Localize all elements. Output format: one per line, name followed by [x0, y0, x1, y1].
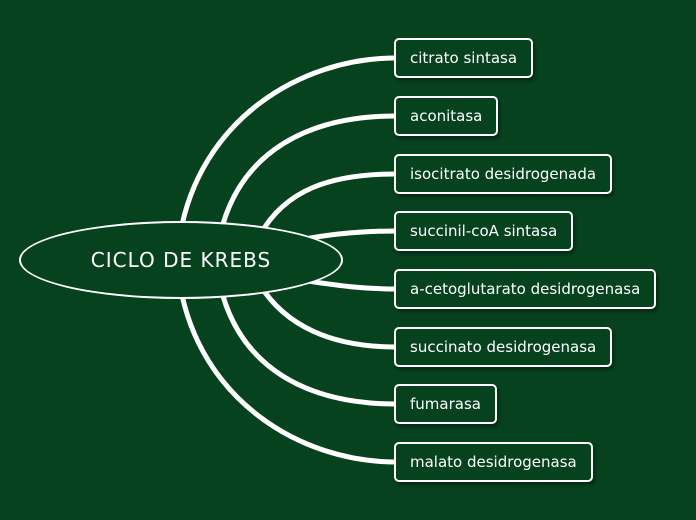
connector-aconitasa — [217, 113, 397, 236]
connector-isocitrato — [257, 171, 397, 237]
topic-isocitrato-desidrogenada[interactable]: isocitrato desidrogenada — [394, 154, 613, 194]
root-topic-label: CICLO DE KREBS — [90, 248, 272, 272]
topic-label: aconitasa — [410, 107, 483, 125]
topic-label: fumarasa — [410, 395, 481, 413]
connector-citrato-sintasa — [177, 55, 397, 236]
connector-malato — [177, 284, 397, 465]
topic-label: succinato desidrogenasa — [410, 338, 597, 356]
topic-citrato-sintasa[interactable]: citrato sintasa — [394, 38, 534, 78]
topic-succinil-coa-sintasa[interactable]: succinil-coA sintasa — [394, 211, 574, 251]
topic-aconitasa[interactable]: aconitasa — [394, 96, 499, 136]
connector-succinato — [257, 283, 397, 350]
topic-label: isocitrato desidrogenada — [410, 165, 597, 183]
topic-a-cetoglutarato-desidrogenasa[interactable]: a-cetoglutarato desidrogenasa — [394, 269, 657, 309]
topic-label: citrato sintasa — [410, 49, 518, 67]
topic-malato-desidrogenasa[interactable]: malato desidrogenasa — [394, 442, 593, 482]
connector-fumarasa — [217, 284, 397, 407]
topic-label: malato desidrogenasa — [410, 453, 577, 471]
topic-label: succinil-coA sintasa — [410, 222, 558, 240]
topic-succinato-desidrogenasa[interactable]: succinato desidrogenasa — [394, 327, 613, 367]
topic-fumarasa[interactable]: fumarasa — [394, 384, 497, 424]
topic-label: a-cetoglutarato desidrogenasa — [410, 280, 641, 298]
root-topic[interactable]: CICLO DE KREBS — [19, 221, 343, 299]
